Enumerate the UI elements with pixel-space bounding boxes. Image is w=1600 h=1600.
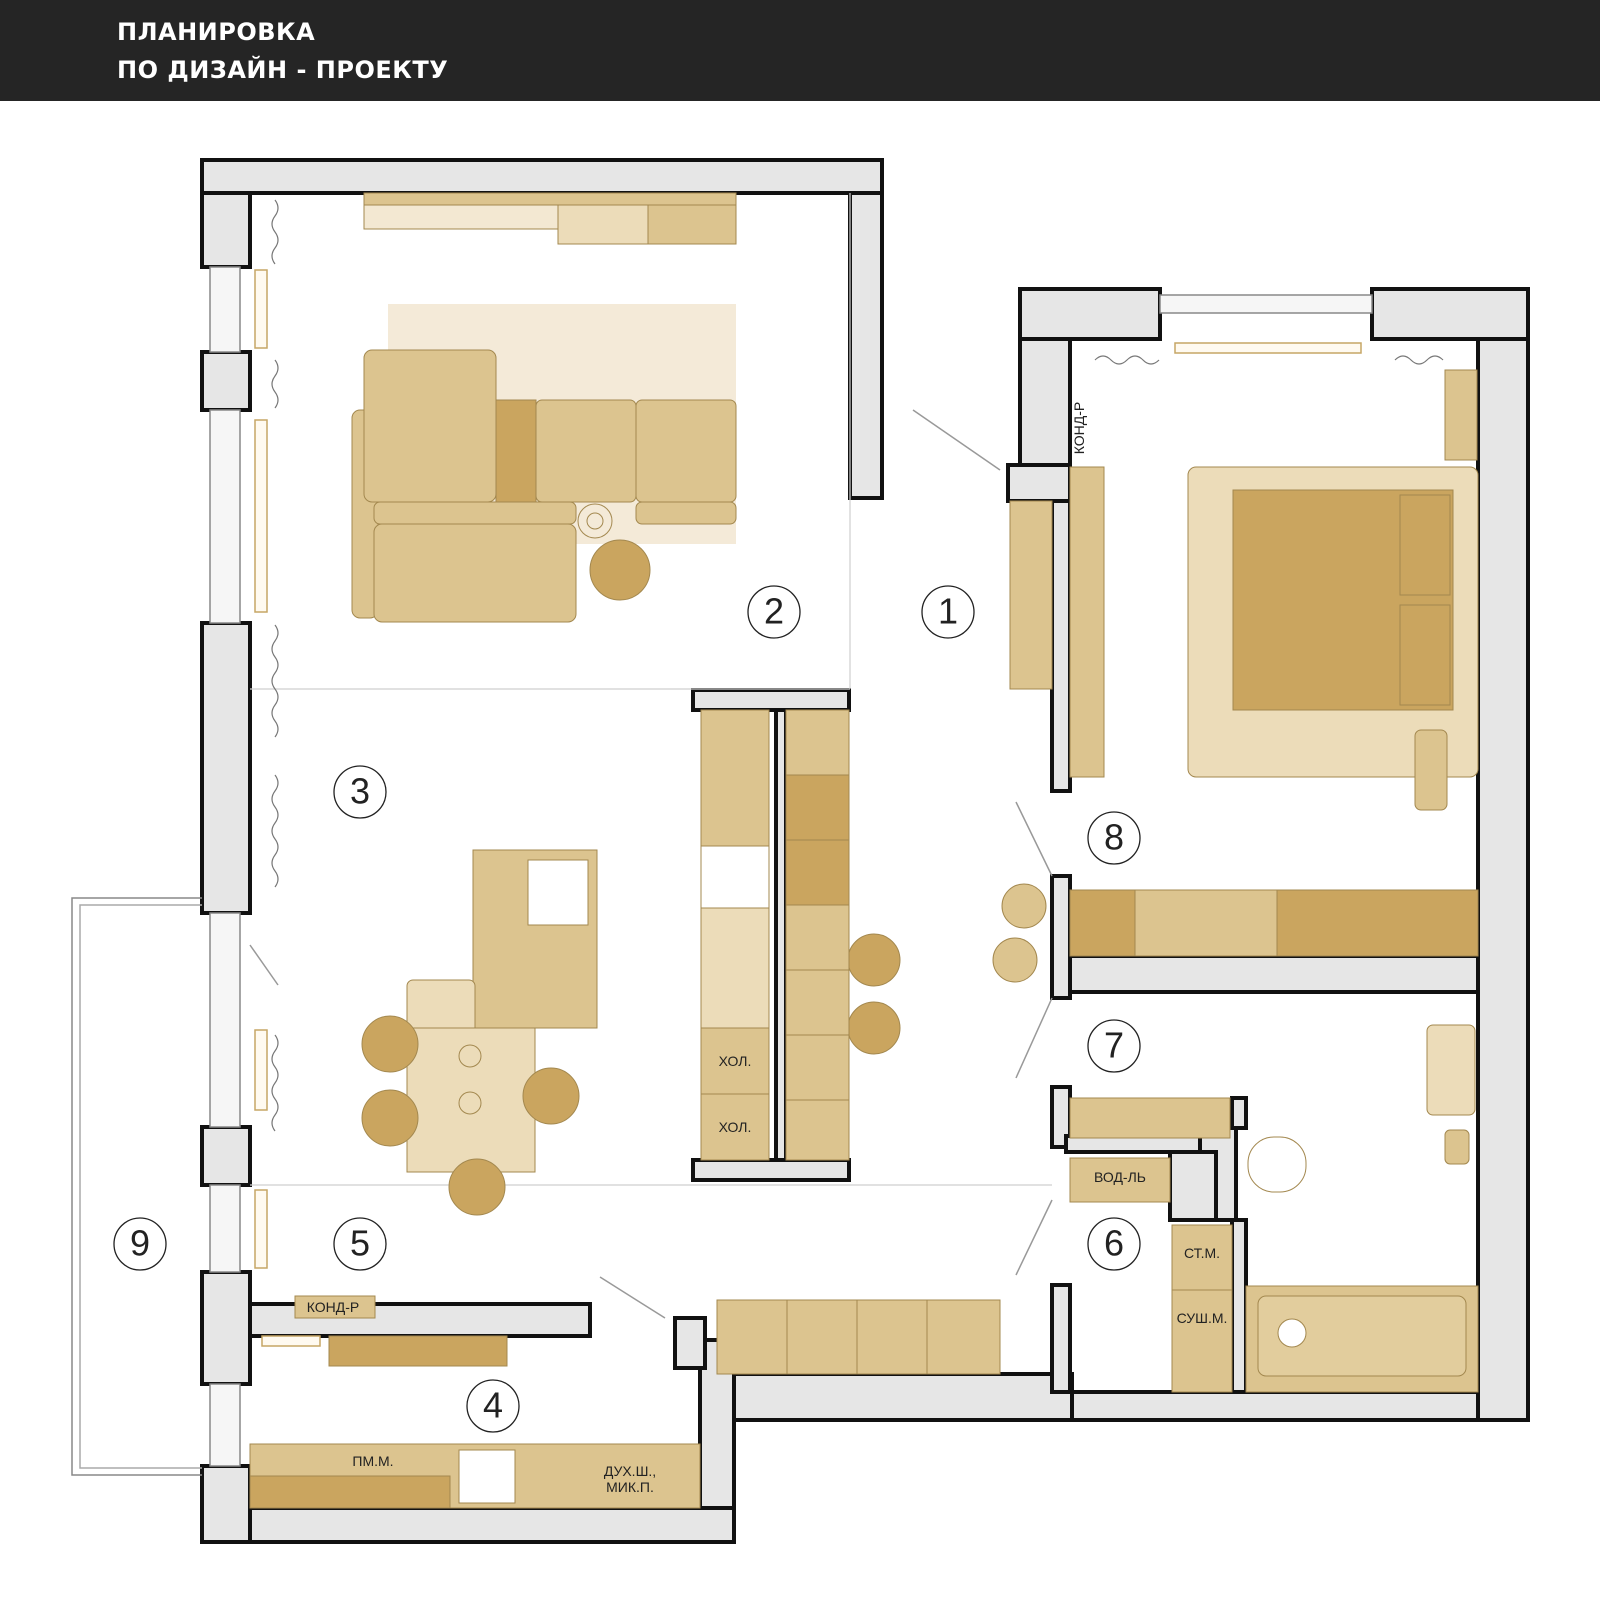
- room-6-number: 6: [1104, 1223, 1124, 1264]
- label-water-heater: ВОД-ЛЬ: [1094, 1169, 1146, 1185]
- room-number-text: 1 2 3 4 5 6 7 8 9: [130, 591, 1124, 1426]
- title-line-2: ПО ДИЗАЙН - ПРОЕКТУ: [117, 56, 449, 84]
- floor-plan: ХОЛ. ХОЛ. ВОД-ЛЬ СТ.М. СУШ.М. КОНД-Р ПМ.…: [71, 158, 1530, 1544]
- room-3-number: 3: [350, 771, 370, 812]
- label-ac-kitchen: КОНД-Р: [307, 1299, 359, 1315]
- label-oven-2: МИК.П.: [606, 1479, 654, 1495]
- label-dryer: СУШ.М.: [1177, 1310, 1228, 1326]
- curtains: [271, 199, 1444, 1132]
- room-4-number: 4: [483, 1385, 503, 1426]
- room-8-number: 8: [1104, 817, 1124, 858]
- room-1-number: 1: [938, 591, 958, 632]
- room-2-number: 2: [764, 591, 784, 632]
- room-5-number: 5: [350, 1223, 370, 1264]
- label-ac-bedroom: КОНД-Р: [1071, 402, 1087, 454]
- label-fridge-2: ХОЛ.: [719, 1119, 752, 1135]
- appliance-labels: ХОЛ. ХОЛ. ВОД-ЛЬ СТ.М. СУШ.М. КОНД-Р ПМ.…: [307, 402, 1228, 1495]
- radiators: [254, 269, 1362, 1347]
- room-9-number: 9: [130, 1223, 150, 1264]
- windows: [71, 266, 1373, 1476]
- furniture: [249, 192, 1479, 1509]
- label-washer: СТ.М.: [1184, 1245, 1220, 1261]
- title-line-1: ПЛАНИРОВКА: [117, 18, 316, 46]
- doors: [249, 409, 1053, 1319]
- room-7-number: 7: [1104, 1025, 1124, 1066]
- header-bar: ПЛАНИРОВКА ПО ДИЗАЙН - ПРОЕКТУ: [0, 0, 1600, 101]
- label-fridge-1: ХОЛ.: [719, 1053, 752, 1069]
- label-dishwasher: ПМ.М.: [352, 1453, 393, 1469]
- label-oven-1: ДУХ.Ш.,: [604, 1463, 656, 1479]
- room-numbers: [113, 585, 1141, 1433]
- zone-lines: [250, 193, 1052, 1186]
- walls: [200, 158, 1530, 1544]
